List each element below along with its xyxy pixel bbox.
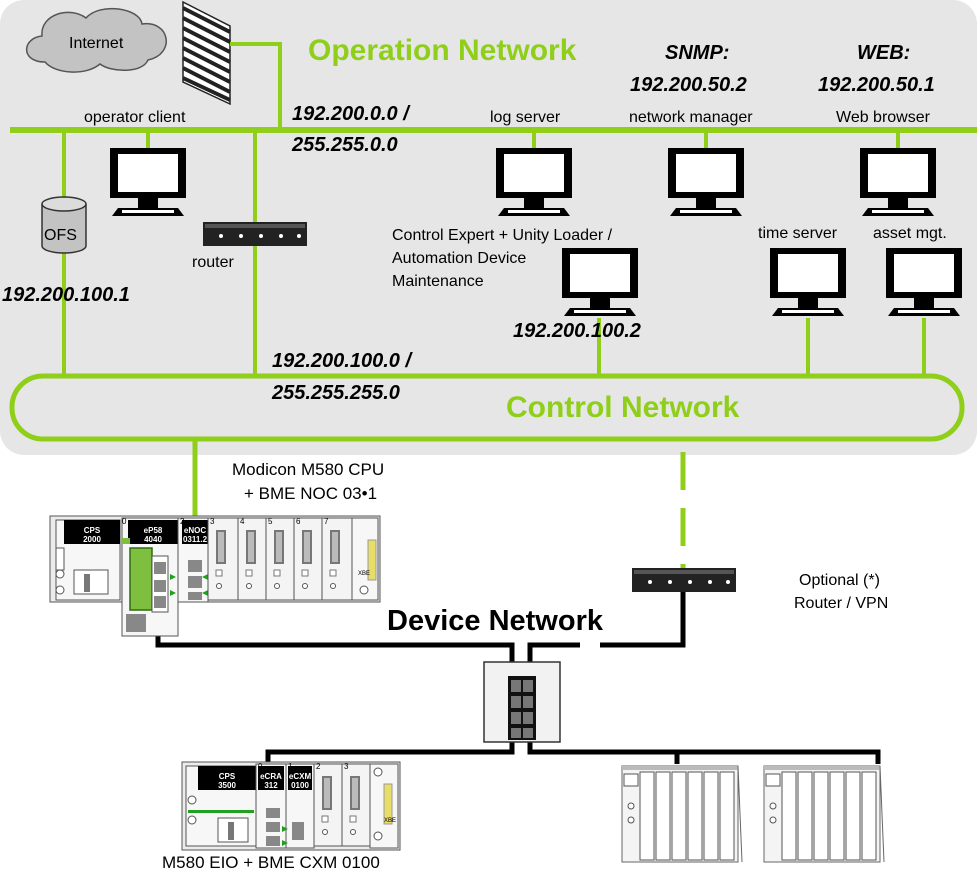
control-expert-label-line1: Control Expert + Unity Loader / — [392, 227, 613, 244]
rack-top-noc-label: eNOC — [183, 526, 207, 535]
control-subnet-line1: 192.200.100.0 / — [272, 350, 412, 372]
rack-top-slot-7: 7 — [324, 517, 329, 526]
rack-bottom-cra-num: 312 — [264, 781, 278, 790]
operation-network-area — [0, 0, 977, 455]
rack-top-cpu-label: eP58 — [143, 526, 163, 535]
rack-top-slot-2: 2 — [180, 517, 185, 526]
rack-bottom-cps-num: 3500 — [218, 781, 236, 790]
time-server-label: time server — [758, 225, 838, 242]
control-expert-label-line3: Maintenance — [392, 273, 484, 290]
network-manager-label: network manager — [629, 109, 753, 126]
control-expert-ip: 192.200.100.2 — [513, 320, 641, 342]
cpu-label-line1: Modicon M580 CPU — [232, 460, 385, 479]
snmp-ip: 192.200.50.2 — [630, 74, 747, 96]
control-expert-label-line2: Automation Device — [392, 250, 527, 267]
switch-to-plc1-cable — [527, 741, 881, 764]
switch-to-eio-cable — [265, 741, 515, 764]
control-network-ring — [9, 373, 965, 442]
operation-network-title: Operation Network — [308, 34, 577, 67]
snmp-label: SNMP: — [665, 42, 730, 64]
rack-top-slot-0: 0 — [122, 517, 127, 526]
web-ip: 192.200.50.1 — [818, 74, 935, 96]
asset-mgt-label: asset mgt. — [873, 225, 947, 242]
firewall-uplink — [230, 42, 282, 130]
rack-bottom-xbe: XBE — [384, 818, 397, 824]
rack-bottom-slot-1: 1 — [288, 762, 293, 771]
cpu-to-switch-cable — [155, 630, 515, 662]
rack-top-cps-label: CPS — [83, 526, 101, 535]
cpu-label-line2: + BME NOC 03•1 — [244, 484, 378, 503]
firewall-icon — [182, 0, 231, 106]
web-label: WEB: — [857, 42, 911, 64]
plc-rack-1-icon — [621, 765, 743, 863]
internet-cloud-icon — [26, 7, 167, 73]
plc-rack-2-icon — [763, 765, 885, 863]
rack-bottom-cra-label: eCRA — [260, 772, 282, 781]
operation-subnet-line1: 192.200.0.0 / — [292, 103, 409, 125]
device-network-title: Device Network — [387, 605, 603, 637]
rack-top-slot-3: 3 — [210, 517, 215, 526]
rack-top-slot-6: 6 — [296, 517, 301, 526]
ofs-label: OFS — [44, 227, 77, 244]
rack-top-cps-num: 2000 — [83, 535, 101, 544]
operator-client-label: operator client — [84, 109, 186, 126]
rack-bottom-cps-label: CPS — [218, 772, 236, 781]
router-to-switch-cable — [527, 592, 686, 662]
optional-router-label-line2: Router / VPN — [794, 595, 889, 612]
router-label: router — [192, 254, 234, 271]
ofs-ip: 192.200.100.1 — [2, 284, 130, 306]
rack-top-slot-4: 4 — [240, 517, 245, 526]
rack-bottom-slot-3: 3 — [344, 762, 349, 771]
m580-eio-rack-icon — [181, 761, 401, 851]
log-server-label: log server — [490, 109, 561, 126]
operation-subnet-line2: 255.255.0.0 — [292, 134, 398, 156]
internet-label: Internet — [69, 35, 124, 52]
rack-bottom-cxm-label: eCXM — [288, 772, 312, 781]
rack-bottom-cxm-num: 0100 — [291, 781, 309, 790]
rack-top-slot-5: 5 — [268, 517, 273, 526]
control-subnet-line2: 255.255.255.0 — [272, 382, 400, 404]
rack-top-noc-num: 0311.2 — [182, 535, 208, 544]
ofs-database-icon — [41, 196, 87, 254]
ethernet-switch-icon — [483, 661, 561, 743]
m580-cpu-rack-icon — [49, 515, 381, 637]
rack-bottom-slot-2: 2 — [316, 762, 321, 771]
control-network-title: Control Network — [506, 391, 740, 424]
rack-top-cpu-num: 4040 — [144, 535, 162, 544]
rack-top-xbe: XBE — [358, 571, 371, 577]
web-browser-label: Web browser — [836, 109, 930, 126]
optional-router-label-line1: Optional (*) — [799, 572, 880, 589]
eio-label: M580 EIO + BME CXM 0100 — [162, 853, 380, 872]
rack-bottom-slot-0: 0 — [258, 762, 263, 771]
